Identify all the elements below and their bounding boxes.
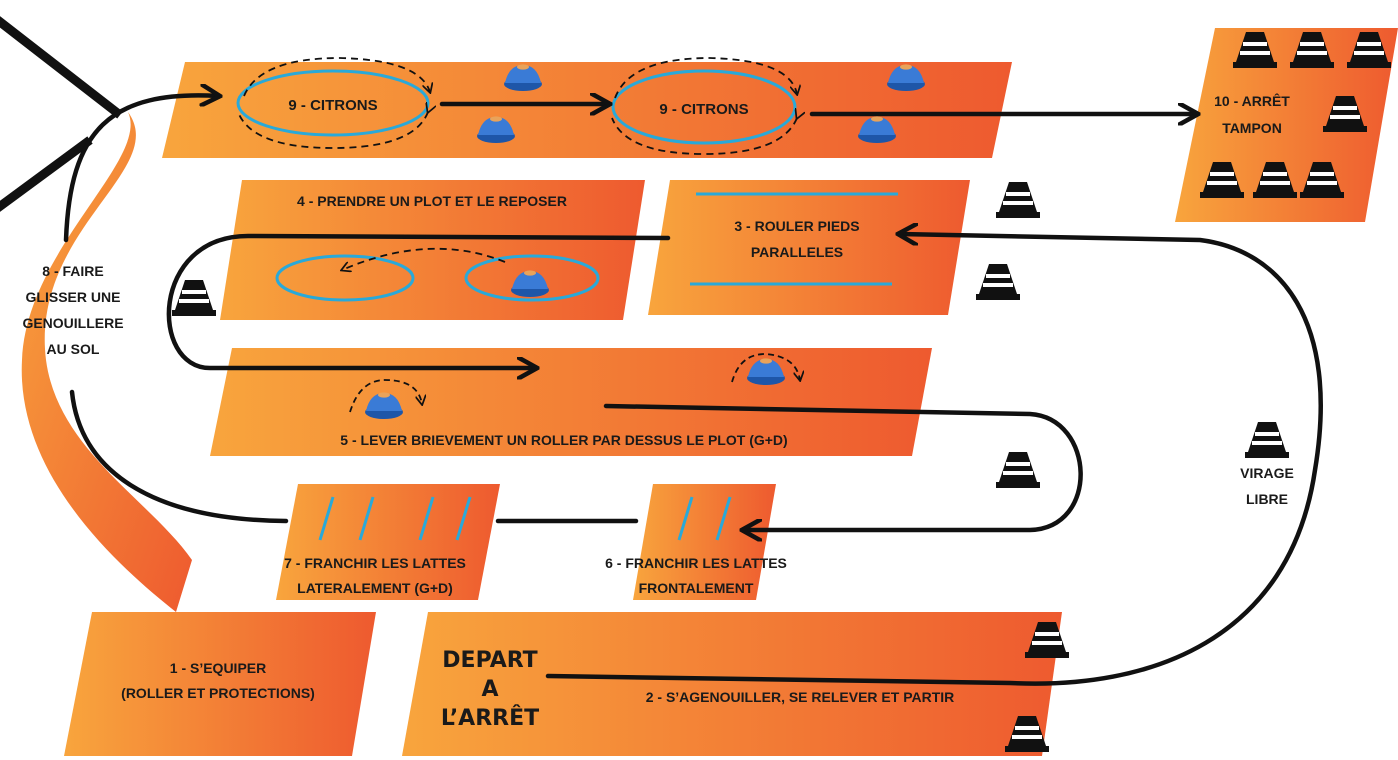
station-4-label: 4 - PRENDRE UN PLOT ET LE REPOSER	[297, 193, 567, 209]
station-3-label-2: PARALLELES	[751, 244, 843, 260]
station-7-label-2: LATERALEMENT (G+D)	[297, 580, 453, 596]
station-6-label-2: FRONTALEMENT	[639, 580, 754, 596]
station-6-label-1: 6 - FRANCHIR LES LATTES	[605, 555, 787, 571]
station-1-panel	[64, 612, 376, 756]
station-7-panel	[276, 484, 500, 600]
station-8-label-3: GENOUILLERE	[22, 315, 123, 331]
depart-label-2: A	[481, 677, 498, 702]
station-8-label-4: AU SOL	[47, 341, 100, 357]
station-9b-label: 9 - CITRONS	[659, 101, 748, 118]
station-1-label-2: (ROLLER ET PROTECTIONS)	[121, 685, 315, 701]
station-3-lines	[690, 192, 898, 286]
station-2-label: 2 - S’AGENOUILLER, SE RELEVER ET PARTIR	[646, 689, 955, 705]
depart-label-3: L’ARRÊT	[441, 705, 539, 731]
station-3-panel	[648, 180, 970, 315]
depart-label-1: DEPART	[442, 648, 537, 673]
station-8-panel	[21, 112, 192, 612]
virage-label-2: LIBRE	[1246, 491, 1288, 507]
station-3-label-1: 3 - ROULER PIEDS	[734, 218, 859, 234]
virage-label-1: VIRAGE	[1240, 465, 1294, 481]
citron-ring-1	[236, 57, 430, 149]
station-10-label-2: TAMPON	[1222, 120, 1282, 136]
station-10-label-1: 10 - ARRÊT	[1214, 92, 1290, 109]
station-7-label-1: 7 - FRANCHIR LES LATTES	[284, 555, 466, 571]
corner-lines	[0, 16, 123, 212]
citron-ring-2	[611, 57, 797, 155]
station-5-label: 5 - LEVER BRIEVEMENT UN ROLLER PAR DESSU…	[340, 432, 787, 448]
station-9a-label: 9 - CITRONS	[288, 97, 377, 114]
station-8-label-1: 8 - FAIRE	[42, 263, 103, 279]
station-4-rings	[275, 247, 600, 302]
course-path	[63, 95, 1323, 686]
station-8-label-2: GLISSER UNE	[26, 289, 121, 305]
station-6-panel	[633, 484, 776, 600]
station-2-panel	[402, 612, 1062, 756]
station-6-laths	[677, 496, 732, 541]
station-1-label-1: 1 - S’EQUIPER	[170, 660, 266, 676]
station-7-laths	[318, 496, 472, 541]
station-5-arcs	[349, 353, 800, 413]
